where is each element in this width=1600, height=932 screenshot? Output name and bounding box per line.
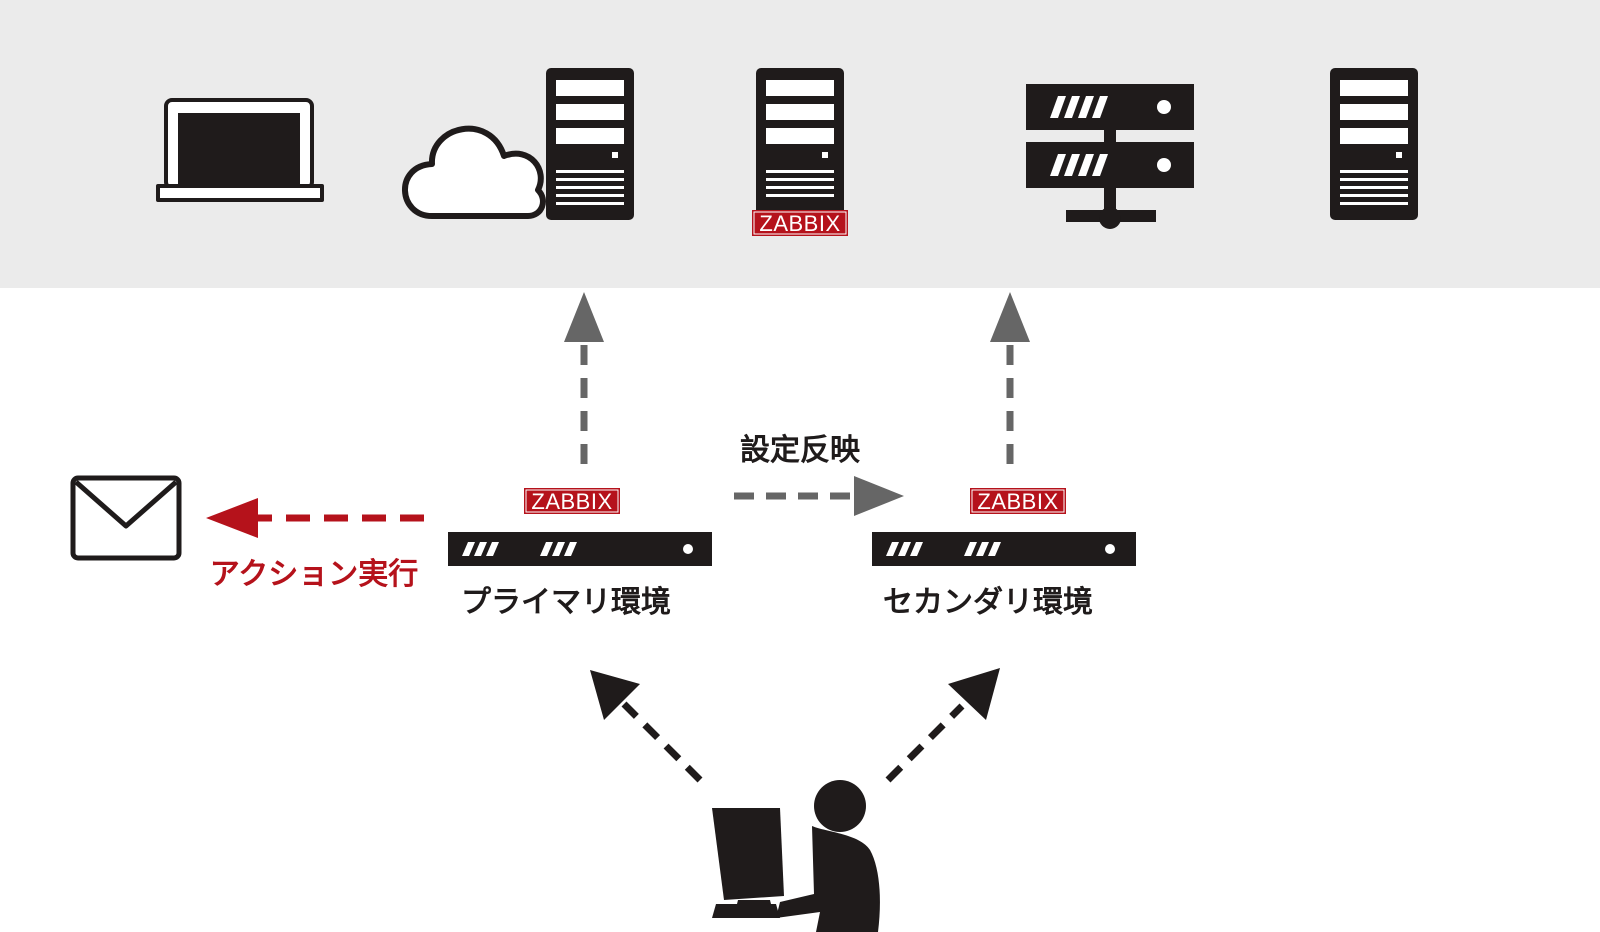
- zabbix-server-icon: ZABBIX: [752, 68, 848, 236]
- mail-icon: [70, 475, 182, 561]
- operator-arrow-primary: [590, 670, 703, 783]
- primary-zabbix-logo-text: ZABBIX: [531, 489, 612, 514]
- server-tower-icon: [546, 68, 634, 220]
- sync-arrow: [734, 476, 904, 516]
- zabbix-logo-text: ZABBIX: [759, 211, 840, 236]
- rack-server-icon-secondary: [872, 532, 1136, 566]
- secondary-zabbix-logo: ZABBIX: [970, 488, 1066, 514]
- monitor-arrow-primary: [564, 292, 604, 464]
- rack-server-icon: [448, 532, 712, 566]
- zabbix-logo: ZABBIX: [752, 210, 848, 236]
- secondary-zabbix-logo-text: ZABBIX: [977, 489, 1058, 514]
- cloud-icon: [402, 125, 546, 219]
- network-server-icon: [1026, 84, 1194, 229]
- monitor-arrow-secondary: [990, 292, 1030, 464]
- secondary-label: セカンダリ環境: [883, 585, 1093, 620]
- primary-label: プライマリ環境: [461, 585, 671, 620]
- operator-icon: [712, 780, 880, 932]
- operator-arrow-secondary: [885, 668, 1000, 783]
- action-arrow: [206, 498, 424, 538]
- server-tower-icon-2: [1330, 68, 1418, 220]
- laptop-icon: [156, 98, 324, 202]
- action-label: アクション実行: [210, 557, 419, 592]
- sync-label: 設定反映: [740, 433, 860, 468]
- primary-zabbix-logo: ZABBIX: [524, 488, 620, 514]
